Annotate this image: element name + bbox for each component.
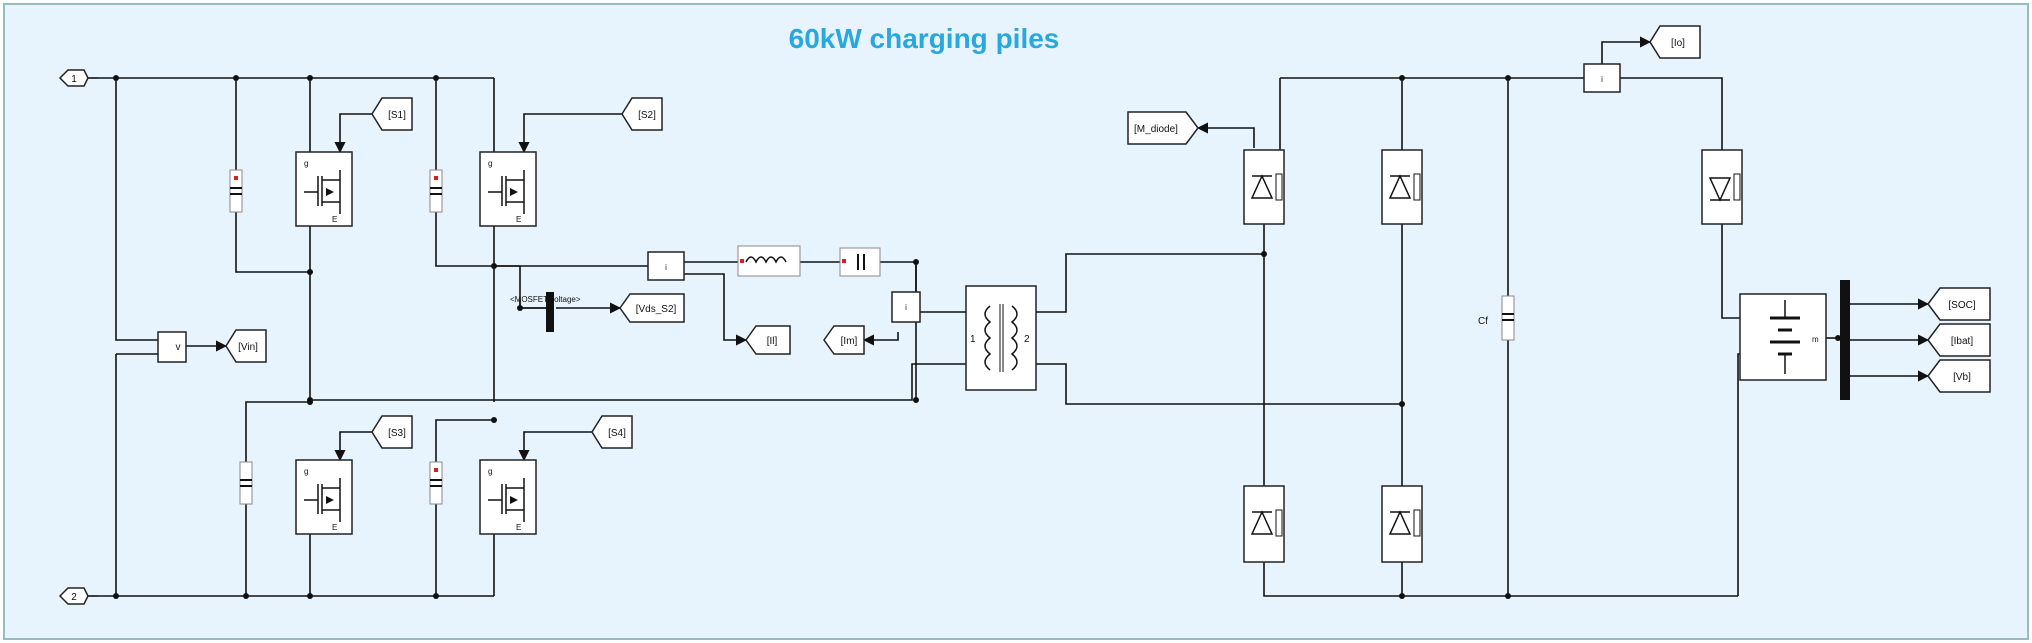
snubber-capacitor-3[interactable] bbox=[239, 461, 253, 505]
mosfet-voltage-label: <MOSFET voltage> bbox=[510, 295, 581, 304]
goto-im-label: [Im] bbox=[841, 336, 858, 347]
svg-text:i: i bbox=[905, 303, 907, 312]
xfmr-secondary-label: 2 bbox=[1024, 334, 1030, 345]
cf-label: Cf bbox=[1478, 316, 1488, 327]
resonant-inductor[interactable] bbox=[737, 245, 801, 277]
svg-text:i: i bbox=[1601, 75, 1603, 84]
xfmr-primary-label: 1 bbox=[970, 334, 976, 345]
current-measurement-io[interactable]: i bbox=[1583, 63, 1621, 93]
output-diode[interactable] bbox=[1701, 149, 1743, 225]
rectifier-diode-4[interactable] bbox=[1381, 485, 1423, 563]
from-tag-s1-label: [S1] bbox=[388, 110, 406, 121]
mosfet-switch-s4[interactable]: g E bbox=[479, 459, 537, 535]
goto-im[interactable]: [Im] bbox=[823, 325, 865, 355]
junction-dots bbox=[113, 75, 1841, 599]
current-measurement-il[interactable]: i bbox=[647, 251, 685, 281]
from-tag-s3[interactable]: [S3] bbox=[371, 415, 413, 449]
voltage-measurement-label: v bbox=[176, 342, 181, 353]
output-capacitor-cf[interactable]: Cf bbox=[1478, 295, 1515, 341]
mosfet-switch-s1[interactable]: g E bbox=[295, 151, 353, 227]
switch-s1-emitter-label: E bbox=[332, 215, 337, 224]
voltage-measurement-block[interactable]: v bbox=[157, 331, 187, 363]
switch-s4-gate-label: g bbox=[488, 467, 492, 476]
mosfet-switch-s2[interactable]: g E bbox=[479, 151, 537, 227]
goto-io-label: [Io] bbox=[1671, 38, 1685, 49]
snubber-capacitor-1[interactable] bbox=[229, 169, 243, 213]
goto-io[interactable]: [Io] bbox=[1649, 25, 1701, 59]
switch-s2-emitter-label: E bbox=[516, 215, 521, 224]
input-port-2[interactable]: 2 bbox=[58, 587, 89, 605]
goto-ibat-label: [Ibat] bbox=[1951, 336, 1973, 347]
switch-s3-gate-label: g bbox=[304, 467, 308, 476]
input-port-2-label: 2 bbox=[71, 592, 77, 603]
goto-vds-s2[interactable]: [Vds_S2] bbox=[619, 293, 685, 323]
from-tag-s1[interactable]: [S1] bbox=[371, 97, 413, 131]
current-measurement-im[interactable]: i bbox=[891, 291, 921, 323]
from-tag-s4-label: [S4] bbox=[608, 428, 626, 439]
from-tag-s4[interactable]: [S4] bbox=[591, 415, 633, 449]
resonant-capacitor[interactable] bbox=[839, 247, 881, 277]
goto-ibat[interactable]: [Ibat] bbox=[1927, 323, 1991, 357]
from-tag-s3-label: [S3] bbox=[388, 428, 406, 439]
switch-s3-emitter-label: E bbox=[332, 523, 337, 532]
bus-selector-mosfet-voltage[interactable]: <MOSFET voltage> bbox=[510, 292, 581, 332]
goto-il-label: [Il] bbox=[767, 336, 778, 347]
battery-block[interactable]: m bbox=[1739, 293, 1827, 381]
goto-m-diode-label: [M_diode] bbox=[1134, 124, 1178, 135]
input-port-1[interactable]: 1 bbox=[58, 69, 89, 87]
goto-soc-label: [SOC] bbox=[1948, 300, 1975, 311]
goto-vin-label: [Vin] bbox=[238, 342, 258, 353]
wires bbox=[86, 36, 1930, 597]
goto-vb-label: [Vb] bbox=[1953, 372, 1971, 383]
switch-s2-gate-label: g bbox=[488, 159, 492, 168]
rectifier-diode-1[interactable] bbox=[1243, 149, 1285, 225]
switch-s1-gate-label: g bbox=[304, 159, 308, 168]
from-tag-s2[interactable]: [S2] bbox=[621, 97, 663, 131]
rectifier-diode-2[interactable] bbox=[1381, 149, 1423, 225]
goto-vb[interactable]: [Vb] bbox=[1927, 359, 1991, 393]
snubber-capacitor-4[interactable] bbox=[429, 461, 443, 505]
goto-m-diode[interactable]: [M_diode] bbox=[1127, 111, 1199, 145]
rectifier-diode-3[interactable] bbox=[1243, 485, 1285, 563]
goto-il[interactable]: [Il] bbox=[745, 325, 791, 355]
goto-soc[interactable]: [SOC] bbox=[1927, 287, 1991, 321]
from-tag-s2-label: [S2] bbox=[638, 110, 656, 121]
switch-s4-emitter-label: E bbox=[516, 523, 521, 532]
goto-vin[interactable]: [Vin] bbox=[225, 329, 267, 363]
mosfet-switch-s3[interactable]: g E bbox=[295, 459, 353, 535]
battery-meas-label: m bbox=[1812, 335, 1819, 344]
svg-text:i: i bbox=[665, 263, 667, 272]
diagram-title: 60kW charging piles bbox=[789, 23, 1060, 54]
battery-demux[interactable] bbox=[1840, 280, 1850, 400]
snubber-capacitor-2[interactable] bbox=[429, 169, 443, 213]
input-port-1-label: 1 bbox=[71, 74, 77, 85]
goto-vds-s2-label: [Vds_S2] bbox=[636, 304, 677, 315]
transformer[interactable]: 1 2 bbox=[965, 285, 1037, 391]
